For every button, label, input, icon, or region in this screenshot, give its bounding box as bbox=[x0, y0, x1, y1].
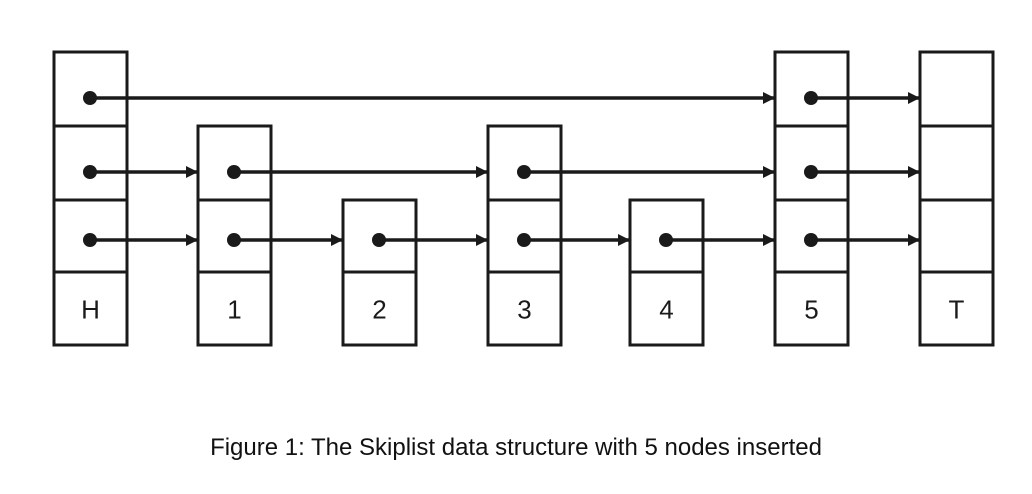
level-3-cell bbox=[52, 50, 129, 128]
node-label: 4 bbox=[659, 295, 673, 325]
node-5: 5 bbox=[773, 50, 850, 347]
node-2: 2 bbox=[341, 198, 418, 347]
node-4: 4 bbox=[628, 198, 705, 347]
node-label-cell bbox=[773, 270, 850, 347]
level-3-cell bbox=[918, 50, 995, 128]
node-label: 5 bbox=[804, 295, 818, 325]
figure-caption: Figure 1: The Skiplist data structure wi… bbox=[210, 434, 822, 461]
node-label: H bbox=[81, 295, 100, 325]
node-label-cell bbox=[628, 270, 705, 347]
level-2-cell bbox=[918, 124, 995, 202]
node-3: 3 bbox=[486, 124, 563, 347]
node-label: 2 bbox=[372, 295, 386, 325]
node-t: T bbox=[918, 50, 995, 347]
node-label-cell bbox=[486, 270, 563, 347]
level-2-cell bbox=[773, 124, 850, 202]
level-3-cell bbox=[773, 50, 850, 128]
level-2-cell bbox=[486, 124, 563, 202]
node-label-cell bbox=[52, 270, 129, 347]
level-2-cell bbox=[52, 124, 129, 202]
node-label: 1 bbox=[227, 295, 241, 325]
nodes-layer: H 1 2 3 4 5 T bbox=[52, 50, 995, 347]
links-layer bbox=[83, 91, 920, 247]
level-2-cell bbox=[196, 124, 273, 202]
skiplist-diagram: H 1 2 3 4 5 T bbox=[52, 50, 995, 347]
node-label-cell bbox=[918, 270, 995, 347]
level-1-cell bbox=[918, 198, 995, 274]
node-label-cell bbox=[341, 270, 418, 347]
node-label: 3 bbox=[517, 295, 531, 325]
node-1: 1 bbox=[196, 124, 273, 347]
node-label: T bbox=[949, 295, 965, 325]
node-h: H bbox=[52, 50, 129, 347]
